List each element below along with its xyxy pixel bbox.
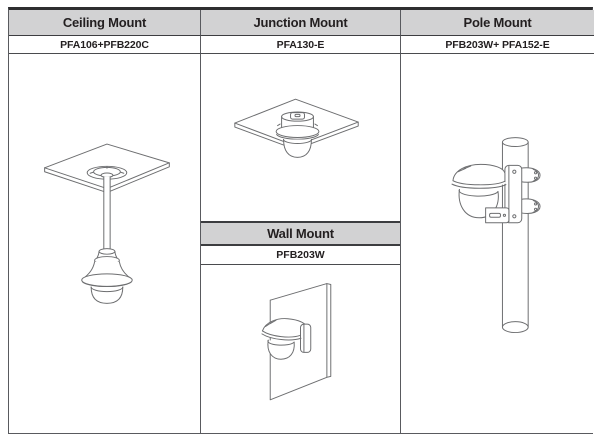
pole-mount-header: Pole Mount — [400, 10, 594, 36]
pole-mount-model: PFB203W+ PFA152-E — [400, 36, 594, 54]
pole-mount-model-label: PFB203W+ PFA152-E — [445, 38, 550, 51]
pole-mount-cell — [400, 54, 594, 433]
junction-wall-mount-cell: Wall Mount PFB203W — [200, 54, 400, 433]
junction-mount-drawing-area — [201, 54, 400, 221]
ceiling-mount-model-label: PFA106+PFB220C — [60, 38, 149, 51]
junction-mount-diagram — [234, 98, 359, 158]
mounting-options-table: Ceiling Mount Junction Mount Pole Mount … — [8, 7, 594, 434]
wall-mount-model: PFB203W — [201, 246, 400, 265]
ceiling-mount-model: PFA106+PFB220C — [9, 36, 200, 54]
wall-mount-header: Wall Mount — [201, 221, 400, 246]
ceiling-mount-cell — [9, 54, 200, 433]
ceiling-mount-header-label: Ceiling Mount — [62, 15, 147, 30]
wall-mount-drawing-area — [201, 265, 400, 433]
junction-mount-model: PFA130-E — [200, 36, 400, 54]
junction-mount-header-label: Junction Mount — [253, 15, 348, 30]
junction-mount-header: Junction Mount — [200, 10, 400, 36]
wall-mount-header-label: Wall Mount — [267, 226, 334, 241]
ceiling-mount-diagram — [44, 143, 170, 304]
ceiling-mount-header: Ceiling Mount — [9, 10, 200, 36]
junction-mount-model-label: PFA130-E — [276, 38, 325, 51]
wall-mount-model-label: PFB203W — [276, 249, 325, 261]
pole-mount-header-label: Pole Mount — [463, 15, 532, 30]
pole-mount-diagram — [451, 137, 541, 334]
wall-mount-diagram — [261, 283, 332, 401]
